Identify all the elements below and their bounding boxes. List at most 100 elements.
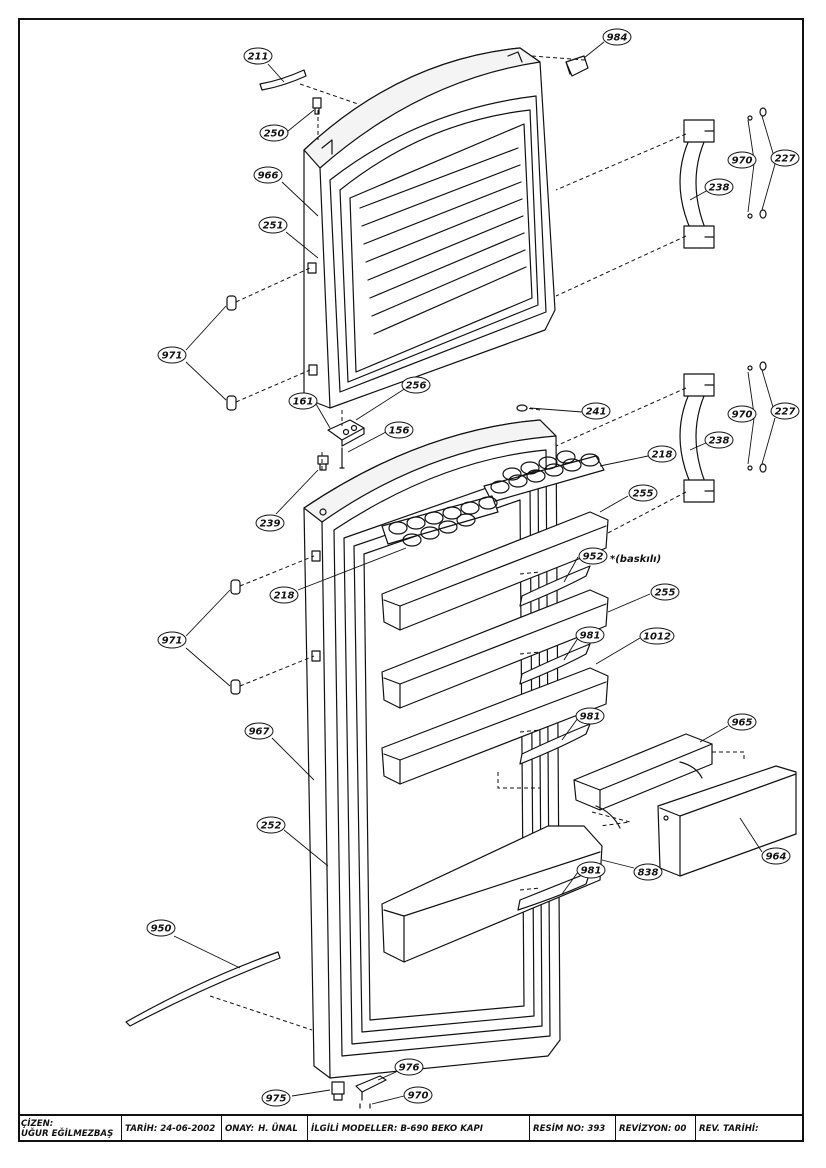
callout-981: 981 xyxy=(575,707,605,725)
callout-number: 250 xyxy=(264,129,285,140)
callout-256: 256 xyxy=(401,376,431,394)
callout-number: 256 xyxy=(406,381,427,392)
callout-bubble xyxy=(253,166,283,184)
cizen-value: UĞUR EĞİLMEZBAŞ xyxy=(21,1129,114,1139)
callout-number: 156 xyxy=(389,426,410,437)
callout-bubble xyxy=(256,816,286,834)
callout-bubble xyxy=(157,346,187,364)
callout-255: 255 xyxy=(628,484,658,502)
callout-number: 255 xyxy=(655,588,676,599)
callout-971: 971 xyxy=(157,346,187,364)
callout-981: 981 xyxy=(576,861,606,879)
callout-838: 838 xyxy=(633,863,663,881)
callout-number: 970 xyxy=(408,1091,429,1102)
callout-255: 255 xyxy=(650,583,680,601)
callout-bubble xyxy=(650,583,680,601)
callout-250: 250 xyxy=(259,124,289,142)
callout-number: 255 xyxy=(633,489,654,500)
onay-key: ONAY: xyxy=(225,1124,255,1134)
callout-bubble xyxy=(770,402,800,420)
shelf-255-second xyxy=(381,589,609,709)
callout-bubble xyxy=(401,376,431,394)
callout-967: 967 xyxy=(244,722,274,740)
callout-bubble xyxy=(770,149,800,167)
callout-bubble xyxy=(639,627,675,645)
shelf-255-top xyxy=(381,511,609,631)
callout-number: 161 xyxy=(293,397,314,408)
drawing-border xyxy=(18,18,804,1142)
callout-number: 971 xyxy=(162,351,183,362)
callout-bubble xyxy=(243,47,273,65)
hinge-parts xyxy=(317,404,528,471)
callout-number: 971 xyxy=(162,636,183,647)
callout-970: 970 xyxy=(727,151,757,169)
callout-number: 218 xyxy=(274,591,295,602)
callout-number: 965 xyxy=(732,718,753,729)
callout-bubble xyxy=(575,626,605,644)
callout-bubble xyxy=(647,445,677,463)
modeller-text: İLGİLİ MODELLER: B-690 BEKO KAPI xyxy=(311,1124,484,1134)
part-211-trim xyxy=(259,69,307,91)
callout-number: 218 xyxy=(652,450,673,461)
callout-number: 838 xyxy=(638,868,659,879)
callout-number: 227 xyxy=(775,154,796,165)
callout-156: 156 xyxy=(384,421,414,439)
callout-bubble xyxy=(727,405,757,423)
callout-964: 964 xyxy=(761,847,791,865)
callout-number: 1012 xyxy=(643,632,671,643)
callout-number: 981 xyxy=(580,712,601,723)
lower-hinge-parts xyxy=(331,1075,387,1109)
callout-number: 975 xyxy=(266,1094,287,1105)
callout-number: 984 xyxy=(607,33,628,44)
callout-238: 238 xyxy=(704,178,734,196)
handle-238-lower xyxy=(679,361,767,503)
dairy-cover-965 xyxy=(573,733,713,829)
callout-number: 251 xyxy=(263,221,284,232)
callout-number: 981 xyxy=(581,866,602,877)
callout-984: 984 xyxy=(602,28,632,46)
handle-238-upper xyxy=(679,107,767,249)
note-baskili: *(baskılı) xyxy=(610,554,661,565)
callout-218: 218 xyxy=(647,445,677,463)
callout-bubble xyxy=(269,586,299,604)
title-block-modeller: İLGİLİ MODELLER: B-690 BEKO KAPI xyxy=(308,1116,530,1142)
tarih-text: TARİH: 24-06-2002 xyxy=(125,1124,216,1134)
callout-950: 950 xyxy=(146,919,176,937)
callout-number: 952 xyxy=(583,552,604,563)
callout-218: 218 xyxy=(269,586,299,604)
callout-971: 971 xyxy=(157,631,187,649)
callout-1012: 1012 xyxy=(639,627,675,645)
callout-bubble xyxy=(628,484,658,502)
callout-number: 970 xyxy=(732,156,753,167)
callout-number: 967 xyxy=(249,727,270,738)
clips-971 xyxy=(226,295,241,695)
title-block-revizyon: REVİZYON: 00 xyxy=(616,1116,696,1142)
callout-bubble xyxy=(727,713,757,731)
callout-227: 227 xyxy=(770,402,800,420)
egg-tray-218-front xyxy=(381,495,499,547)
callout-bubble xyxy=(384,421,414,439)
callout-966: 966 xyxy=(253,166,283,184)
callout-bubble xyxy=(704,178,734,196)
callout-239: 239 xyxy=(255,514,285,532)
callout-bubble xyxy=(259,124,289,142)
callout-bubble xyxy=(157,631,187,649)
assembly-leaders xyxy=(209,55,745,1031)
shelf-838-bottle xyxy=(381,825,603,963)
title-block-onay: ONAY: H. ÜNAL xyxy=(222,1116,308,1142)
callout-161: 161 xyxy=(288,392,318,410)
title-block-rev-tarihi: REV. TARİHİ: xyxy=(696,1116,804,1142)
callout-bubble xyxy=(727,151,757,169)
title-block-resim: RESİM NO: 393 xyxy=(530,1116,616,1142)
callout-241: 241 xyxy=(581,402,611,420)
callout-bubble xyxy=(602,28,632,46)
title-block-cizen: ÇİZEN: UĞUR EĞİLMEZBAŞ xyxy=(18,1116,122,1142)
callout-bubble xyxy=(575,707,605,725)
callout-975: 975 xyxy=(261,1089,291,1107)
callout-bubble xyxy=(578,547,608,565)
callout-number: 966 xyxy=(258,171,279,182)
callout-bubble xyxy=(403,1086,433,1104)
callout-976: 976 xyxy=(394,1058,424,1076)
